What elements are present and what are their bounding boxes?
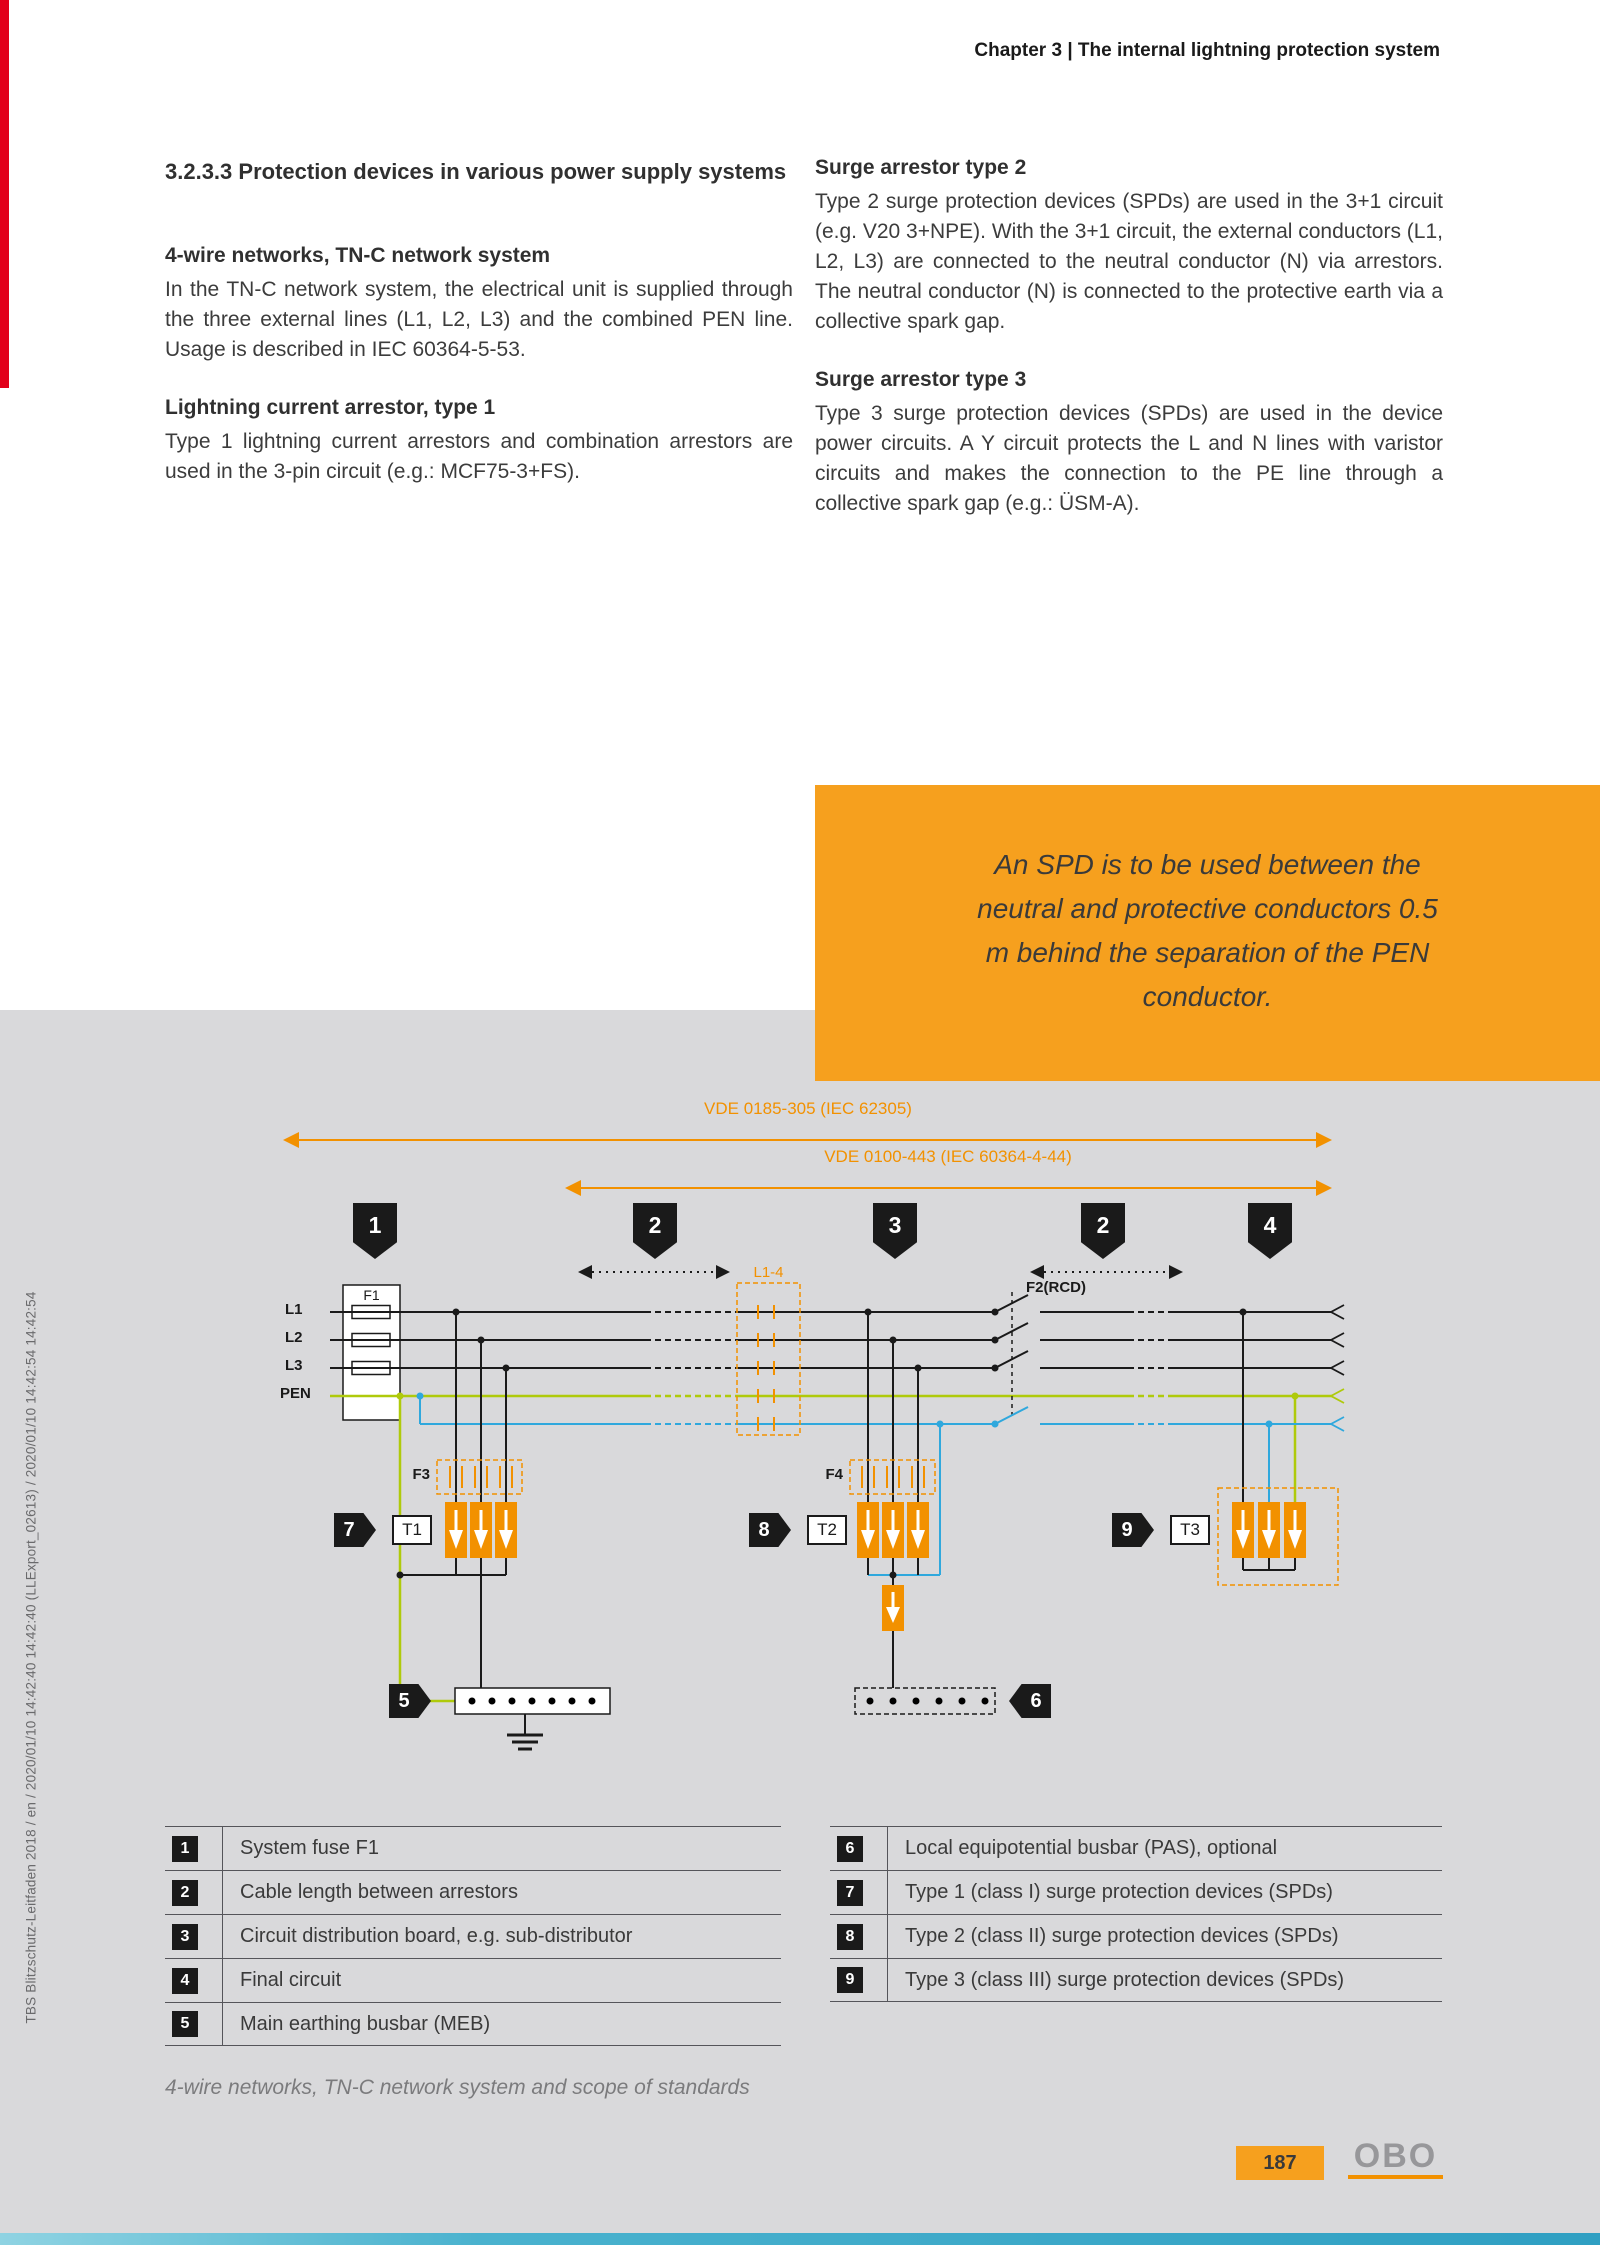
main-earthing-busbar xyxy=(454,1687,611,1751)
obo-logo-underline xyxy=(1348,2175,1443,2179)
paragraph-tnc-network: In the TN-C network system, the electric… xyxy=(165,278,793,361)
t3-group xyxy=(1217,1312,1339,1586)
junction-dots xyxy=(396,1308,1299,1579)
legend-badge-5: 5 xyxy=(172,2011,198,2037)
legend-text-9: Type 3 (class III) surge protection devi… xyxy=(887,1959,1442,2001)
legend-text-6: Local equipotential busbar (PAS), option… xyxy=(887,1827,1442,1870)
legend-right-column: 6 Local equipotential busbar (PAS), opti… xyxy=(830,1826,1442,2002)
t1-box-label: T1 xyxy=(392,1515,432,1545)
legend-item-4: 4 Final circuit xyxy=(165,1958,781,2002)
t3-box-label: T3 xyxy=(1170,1515,1210,1545)
t2-box-label: T2 xyxy=(807,1515,847,1545)
legend-item-8: 8 Type 2 (class II) surge protection dev… xyxy=(830,1914,1442,1958)
legend-item-1: 1 System fuse F1 xyxy=(165,1826,781,1870)
running-header: Chapter 3 | The internal lightning prote… xyxy=(974,40,1440,61)
f3-fuse-box xyxy=(436,1459,523,1495)
subheading-tnc-network: 4-wire networks, TN-C network system xyxy=(165,244,551,267)
local-equipotential-busbar xyxy=(854,1687,996,1715)
circuit-diagram-graphics xyxy=(283,1132,1345,1751)
legend-item-9: 9 Type 3 (class III) surge protection de… xyxy=(830,1958,1442,2002)
paragraph-type2-arrestor: Type 2 surge protection devices (SPDs) a… xyxy=(815,190,1443,333)
f4-label: F4 xyxy=(825,1466,843,1483)
pen-conductor xyxy=(330,1394,1332,1703)
legend-text-3: Circuit distribution board, e.g. sub-dis… xyxy=(222,1915,781,1958)
line-end-chevrons xyxy=(1329,1304,1345,1432)
l14-cable-box xyxy=(736,1282,801,1436)
diagram-section-background xyxy=(0,1010,1600,2233)
f3-label: F3 xyxy=(412,1466,430,1483)
legend-badge-4: 4 xyxy=(172,1967,198,1994)
t2-drop-lines xyxy=(867,1312,919,1688)
legend-item-6: 6 Local equipotential busbar (PAS), opti… xyxy=(830,1826,1442,1870)
vde-0185-arrow xyxy=(283,1132,1332,1148)
vde-0100-label: VDE 0100-443 (IEC 60364-4-44) xyxy=(824,1147,1072,1166)
t2-arresters xyxy=(857,1502,929,1631)
vde-0185-label: VDE 0185-305 (IEC 62305) xyxy=(704,1099,912,1118)
f4-fuse-box xyxy=(849,1459,936,1495)
legend-badge-3: 3 xyxy=(172,1923,198,1950)
legend-badge-2: 2 xyxy=(172,1879,198,1906)
t1-drop-lines xyxy=(400,1312,507,1688)
subheading-type3-arrestor: Surge arrestor type 3 xyxy=(815,368,1027,391)
legend-item-2: 2 Cable length between arrestors xyxy=(165,1870,781,1914)
legend-text-2: Cable length between arrestors xyxy=(222,1871,781,1914)
legend-left-column: 1 System fuse F1 2 Cable length between … xyxy=(165,1826,781,2046)
page-number-badge: 187 xyxy=(1236,2146,1324,2180)
spd-note-callout: An SPD is to be used between the neutral… xyxy=(815,785,1600,1081)
right-column: Surge arrestor type 2 Type 2 surge prote… xyxy=(815,156,1443,550)
legend-item-7: 7 Type 1 (class I) surge protection devi… xyxy=(830,1870,1442,1914)
left-column: 3.2.3.3 Protection devices in various po… xyxy=(165,156,793,518)
tnc-circuit-diagram: VDE 0185-305 (IEC 62305) VDE 0100-443 (I… xyxy=(0,1085,1600,1805)
pen-label: PEN xyxy=(280,1385,311,1402)
subheading-type2-arrestor: Surge arrestor type 2 xyxy=(815,156,1027,179)
obo-logo-text: OBO xyxy=(1353,2137,1438,2175)
l3-label: L3 xyxy=(285,1357,303,1374)
subheading-type1-arrestor: Lightning current arrestor, type 1 xyxy=(165,396,496,419)
l2-label: L2 xyxy=(285,1329,303,1346)
n-conductor xyxy=(419,1396,1332,1576)
legend-badge-8: 8 xyxy=(837,1923,863,1950)
figure-caption: 4-wire networks, TN-C network system and… xyxy=(165,2076,750,2099)
f1-fuse-symbols xyxy=(351,1304,391,1376)
cable-length-arrow-1 xyxy=(578,1265,730,1279)
spd-note-text: An SPD is to be used between the neutral… xyxy=(977,849,1438,1012)
red-edge-bar xyxy=(0,0,9,388)
legend-badge-7: 7 xyxy=(837,1879,863,1906)
l1-label: L1 xyxy=(285,1301,303,1318)
l14-label: L1-4 xyxy=(753,1264,784,1281)
paragraph-type3-arrestor: Type 3 surge protection devices (SPDs) a… xyxy=(815,402,1443,515)
legend-item-3: 3 Circuit distribution board, e.g. sub-d… xyxy=(165,1914,781,1958)
legend-text-7: Type 1 (class I) surge protection device… xyxy=(887,1871,1442,1914)
legend-badge-1: 1 xyxy=(172,1835,198,1862)
legend-text-4: Final circuit xyxy=(222,1959,781,2002)
f2-rcd-label: F2(RCD) xyxy=(1026,1279,1086,1296)
vde-0100-arrow xyxy=(565,1180,1332,1196)
t1-arresters xyxy=(445,1502,517,1558)
f1-label: F1 xyxy=(363,1287,380,1303)
legend-badge-6: 6 xyxy=(837,1835,863,1862)
legend-text-8: Type 2 (class II) surge protection devic… xyxy=(887,1915,1442,1958)
legend-badge-9: 9 xyxy=(837,1967,863,1993)
legend-text-1: System fuse F1 xyxy=(222,1827,781,1870)
obo-logo: OBO xyxy=(1348,2138,1443,2179)
legend-text-5: Main earthing busbar (MEB) xyxy=(222,2003,781,2045)
cable-length-arrow-2 xyxy=(1030,1265,1183,1279)
paragraph-type1-arrestor: Type 1 lightning current arrestors and c… xyxy=(165,430,793,483)
legend-item-5: 5 Main earthing busbar (MEB) xyxy=(165,2002,781,2046)
teal-edge-bar xyxy=(0,2233,1600,2245)
section-heading: 3.2.3.3 Protection devices in various po… xyxy=(165,159,787,184)
f2-rcd-switches xyxy=(991,1292,1029,1428)
